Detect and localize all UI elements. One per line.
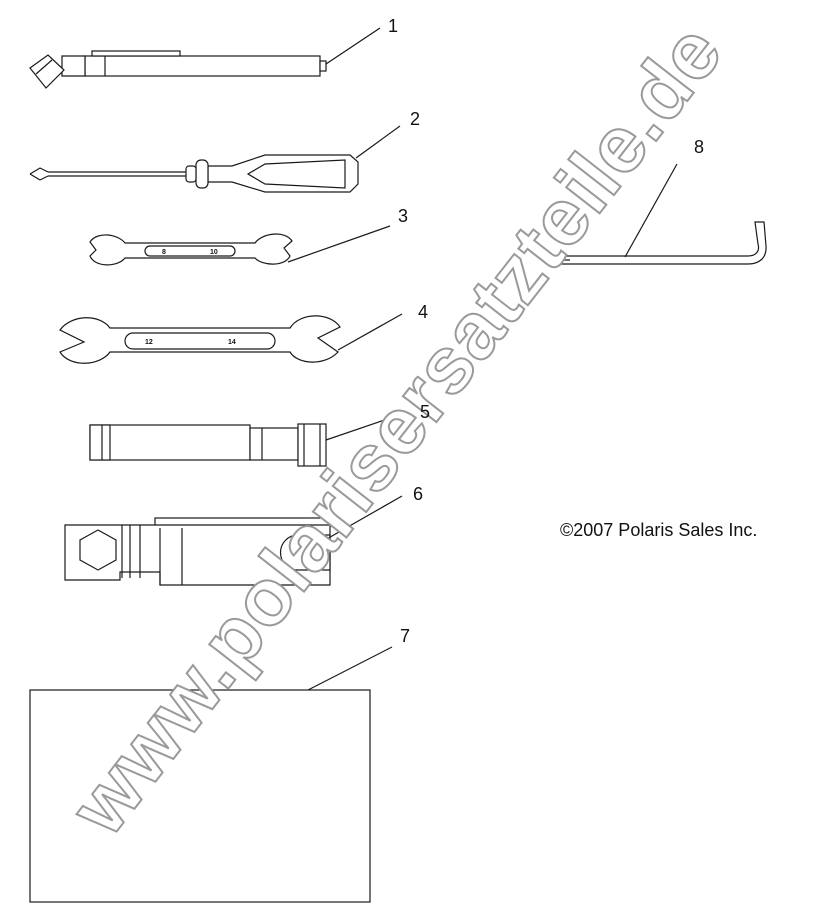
open-end-wrench-small-icon: 8 10: [89, 225, 391, 266]
callout-1: 1: [388, 16, 398, 36]
callout-4: 4: [418, 302, 428, 322]
callout-2: 2: [410, 109, 420, 129]
callout-3: 3: [398, 206, 408, 226]
socket-extension-icon: [89, 413, 403, 467]
spark-plug-wrench-icon: [29, 27, 381, 89]
wrench-size-12: 12: [145, 339, 153, 346]
screwdriver-icon: [29, 125, 401, 193]
callout-5: 5: [420, 402, 430, 422]
wrench-size-10: 10: [210, 249, 218, 256]
tool-pouch-icon: [29, 646, 393, 903]
callout-8: 8: [694, 137, 704, 157]
callout-6: 6: [413, 484, 423, 504]
callout-7: 7: [400, 626, 410, 646]
copyright-notice: ©2007 Polaris Sales Inc.: [560, 520, 758, 540]
wrench-size-8: 8: [162, 249, 166, 256]
combination-tool-icon: [64, 495, 403, 586]
open-end-wrench-large-icon: 12 14: [59, 313, 403, 364]
hex-key-icon: [552, 163, 767, 265]
wrench-size-14: 14: [228, 339, 236, 346]
